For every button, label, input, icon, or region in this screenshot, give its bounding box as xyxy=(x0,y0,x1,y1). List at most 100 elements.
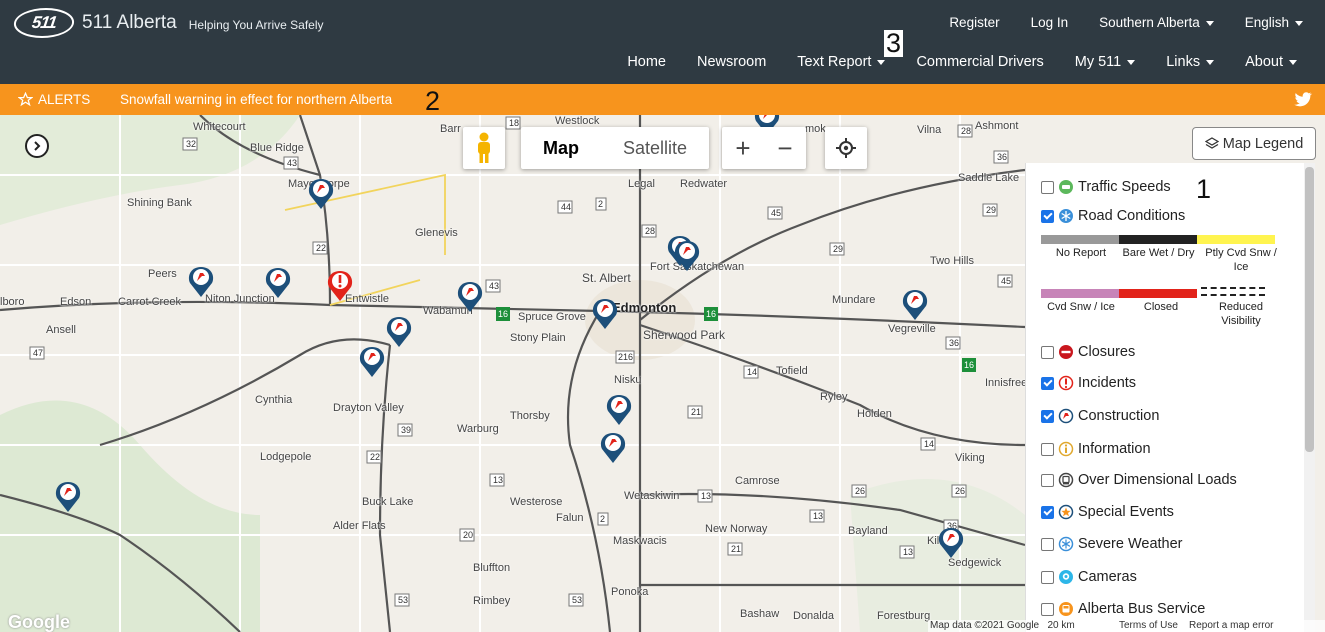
construction-pin[interactable] xyxy=(188,267,214,297)
information-checkbox[interactable] xyxy=(1041,442,1054,456)
swatch-no-report xyxy=(1041,235,1119,244)
place-label: Lodgepole xyxy=(260,451,312,463)
site-logo[interactable]: 511 xyxy=(11,8,77,38)
nav-my-511[interactable]: My 511 xyxy=(1075,54,1135,70)
svg-text:22: 22 xyxy=(316,243,326,253)
nav-text-report[interactable]: Text Report xyxy=(797,54,885,70)
terms-link[interactable]: Terms of Use xyxy=(1118,620,1178,631)
zoom-out-button[interactable]: − xyxy=(777,133,793,163)
legend-item-road-conditions[interactable]: Road Conditions xyxy=(1041,208,1185,224)
construction-pin[interactable] xyxy=(674,241,700,271)
legend-scroll-thumb[interactable] xyxy=(1305,167,1314,452)
cameras-checkbox[interactable] xyxy=(1041,570,1054,584)
construction-pin[interactable] xyxy=(265,268,291,298)
over-dimensional-loads-checkbox[interactable] xyxy=(1041,473,1054,487)
legend-item-severe-weather[interactable]: Severe Weather xyxy=(1041,536,1183,552)
svg-text:22: 22 xyxy=(370,452,380,462)
alberta-bus-service-checkbox[interactable] xyxy=(1041,602,1054,616)
place-label: New Norway xyxy=(705,523,768,535)
my-location-button[interactable] xyxy=(825,127,867,169)
place-label: Nisku xyxy=(614,374,642,386)
map-attribution: Map data ©2021 Google xyxy=(930,620,1040,631)
twitter-icon[interactable] xyxy=(1293,89,1313,109)
legend-label: Over Dimensional Loads xyxy=(1078,472,1237,488)
map-type-satellite[interactable]: Satellite xyxy=(623,138,688,158)
login-link[interactable]: Log In xyxy=(1030,15,1069,30)
legend-item-construction[interactable]: Construction xyxy=(1041,408,1159,424)
svg-text:44: 44 xyxy=(561,202,571,212)
construction-pin[interactable] xyxy=(308,179,334,209)
legend-item-incidents[interactable]: Incidents xyxy=(1041,375,1136,391)
place-label: Thorsby xyxy=(510,410,550,422)
construction-pin[interactable] xyxy=(55,482,81,512)
place-label: Edson xyxy=(60,296,92,308)
place-label: Drayton Valley xyxy=(333,402,404,414)
report-map-error-link[interactable]: Report a map error xyxy=(1189,620,1274,631)
svg-text:28: 28 xyxy=(645,226,655,236)
map-legend-button[interactable]: Map Legend xyxy=(1192,127,1316,160)
legend-label: Incidents xyxy=(1078,375,1137,391)
camera-icon xyxy=(1059,570,1073,584)
place-label: Sedgewick xyxy=(948,557,1002,569)
construction-pin[interactable] xyxy=(386,317,412,347)
register-link[interactable]: Register xyxy=(949,15,1000,30)
map-type-map[interactable]: Map xyxy=(543,138,579,158)
nav-links[interactable]: Links xyxy=(1166,54,1214,70)
nav-about[interactable]: About xyxy=(1245,54,1297,70)
street-view-pegman[interactable] xyxy=(463,127,505,169)
alerts-label[interactable]: ALERTS xyxy=(18,92,90,107)
place-label: Bluffton xyxy=(473,562,511,574)
place-label: Vegreville xyxy=(888,323,936,335)
alert-bar: ALERTS Snowfall warning in effect for no… xyxy=(0,84,1325,115)
star-icon xyxy=(18,92,33,107)
map-canvas[interactable]: 32 43 22 44 43 16 16 16 216 14 21 39 22 … xyxy=(0,115,1325,632)
place-label: Camrose xyxy=(735,475,780,487)
legend-item-special-events[interactable]: Special Events xyxy=(1041,504,1174,520)
construction-pin[interactable] xyxy=(457,282,483,312)
nav-newsroom[interactable]: Newsroom xyxy=(697,54,767,70)
legend-item-over-dimensional-loads[interactable]: Over Dimensional Loads xyxy=(1041,472,1237,488)
place-label: Peers xyxy=(148,268,177,280)
severe-weather-checkbox[interactable] xyxy=(1041,537,1054,551)
language-dropdown[interactable]: English xyxy=(1245,15,1303,30)
alert-message[interactable]: Snowfall warning in effect for northern … xyxy=(120,92,393,107)
expand-panel-button[interactable] xyxy=(25,134,49,158)
site-name[interactable]: 511 Alberta xyxy=(82,12,177,33)
swatch-reduced-visibility xyxy=(1201,287,1265,296)
construction-pin[interactable] xyxy=(600,433,626,463)
legend-item-alberta-bus-service[interactable]: Alberta Bus Service xyxy=(1041,601,1205,617)
legend-scrollbar[interactable] xyxy=(1304,163,1315,632)
construction-pin[interactable] xyxy=(606,395,632,425)
construction-checkbox[interactable] xyxy=(1041,409,1054,423)
construction-pin[interactable] xyxy=(592,299,618,329)
incident-pin[interactable] xyxy=(327,271,353,301)
legend-item-information[interactable]: Information xyxy=(1041,441,1151,457)
traffic-speeds-checkbox[interactable] xyxy=(1041,180,1054,194)
place-label: Carrot Creek xyxy=(118,296,181,308)
map-scale[interactable]: 20 km xyxy=(1047,620,1075,631)
nav-home[interactable]: Home xyxy=(627,54,666,70)
region-dropdown[interactable]: Southern Alberta xyxy=(1099,15,1214,30)
svg-text:16: 16 xyxy=(964,360,974,370)
construction-pin[interactable] xyxy=(938,528,964,558)
special-events-checkbox[interactable] xyxy=(1041,505,1054,519)
incidents-checkbox[interactable] xyxy=(1041,376,1054,390)
brand[interactable]: 511 511 Alberta Helping You Arrive Safel… xyxy=(11,8,324,38)
svg-text:16: 16 xyxy=(706,309,716,319)
legend-item-traffic-speeds[interactable]: Traffic Speeds xyxy=(1041,179,1171,195)
place-label: Alder Flats xyxy=(333,520,386,532)
road-conditions-checkbox[interactable] xyxy=(1041,209,1054,223)
place-label: Stony Plain xyxy=(510,332,566,344)
construction-pin[interactable] xyxy=(359,347,385,377)
construction-pin[interactable] xyxy=(902,290,928,320)
swatch-bare-wet-dry xyxy=(1119,235,1197,244)
closures-checkbox[interactable] xyxy=(1041,345,1054,359)
legend-item-closures[interactable]: Closures xyxy=(1041,344,1135,360)
legend-item-cameras[interactable]: Cameras xyxy=(1041,569,1137,585)
place-label: Cynthia xyxy=(255,394,293,406)
svg-text:21: 21 xyxy=(691,407,701,417)
place-label: Shining Bank xyxy=(127,197,192,209)
nav-commercial-drivers[interactable]: Commercial Drivers xyxy=(916,54,1044,70)
annotation-1: 1 xyxy=(1196,174,1212,204)
zoom-in-button[interactable]: + xyxy=(735,133,751,163)
